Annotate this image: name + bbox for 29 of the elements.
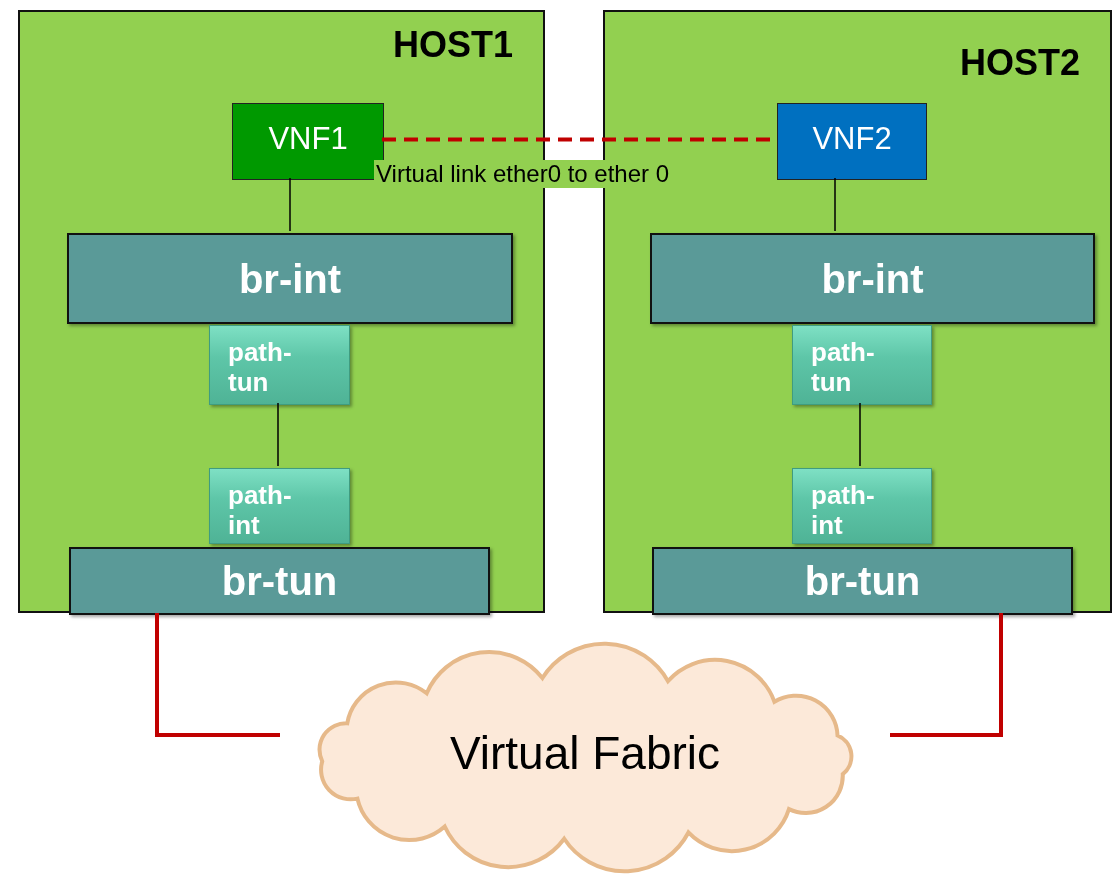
bridge-label: br-int <box>820 256 925 302</box>
connector-line <box>890 613 1003 737</box>
connector-line <box>277 402 279 467</box>
port-box <box>209 468 350 544</box>
connector-line <box>859 402 861 467</box>
port-box <box>209 325 350 405</box>
connector-line <box>155 613 280 737</box>
port-label: path-tun <box>228 338 293 398</box>
vnf-label: VNF1 <box>267 121 349 157</box>
bridge-box <box>67 233 513 324</box>
bridge-label: br-tun <box>803 559 922 604</box>
vnf-box <box>777 103 927 180</box>
host-label: HOST2 <box>959 42 1080 84</box>
connector-line <box>289 177 291 232</box>
bridge-label: br-int <box>237 256 343 302</box>
bridge-box <box>652 547 1073 615</box>
bridge-box <box>650 233 1095 324</box>
port-label: path-int <box>228 481 293 541</box>
host-label: HOST1 <box>392 24 513 66</box>
port-box <box>792 468 932 544</box>
connector-line <box>834 177 836 232</box>
port-label: path-tun <box>811 338 876 398</box>
port-box <box>792 325 932 405</box>
cloud-label: Virtual Fabric <box>448 726 722 780</box>
vnf-label: VNF2 <box>811 121 893 157</box>
port-label: path-int <box>811 481 876 541</box>
bridge-box <box>69 547 490 615</box>
edge-label: Virtual link ether0 to ether 0 <box>374 159 672 188</box>
bridge-label: br-tun <box>220 559 339 604</box>
